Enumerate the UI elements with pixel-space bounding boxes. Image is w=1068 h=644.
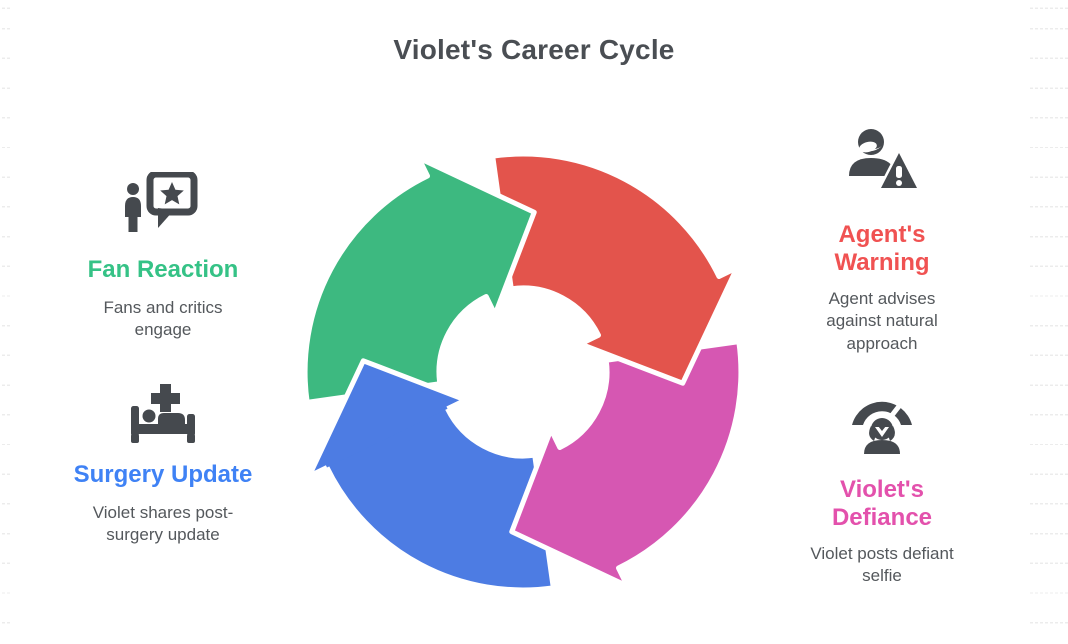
cycle-segment-violets-defiance <box>509 339 744 589</box>
person-warning-triangle-icon <box>798 126 966 196</box>
ruled-lines-right-edge <box>1028 0 1068 644</box>
page-title: Violet's Career Cycle <box>393 34 675 65</box>
ruled-lines-left-edge <box>0 0 10 644</box>
step-fan-reaction: Fan Reaction Fans and critics engage <box>58 172 268 342</box>
person-star-speech-bubble-icon <box>58 172 268 232</box>
step-heading-violets-defiance: Violet's Defiance <box>831 476 933 531</box>
step-description-surgery-update: Violet shares post-surgery update <box>92 502 234 545</box>
step-agents-warning: Agent's Warning Agent advises against na… <box>798 126 966 355</box>
step-description-violets-defiance: Violet posts defiant selfie <box>810 543 954 586</box>
step-description-fan-reaction: Fans and critics engage <box>103 297 223 340</box>
cycle-diagram <box>302 151 744 593</box>
step-heading-agents-warning: Agent's Warning <box>834 221 930 276</box>
step-heading-fan-reaction: Fan Reaction <box>87 256 239 283</box>
step-description-agents-warning: Agent advises against natural approach <box>826 288 938 353</box>
hospital-bed-cross-icon <box>48 383 278 445</box>
step-violets-defiance: Violet's Defiance Violet posts defiant s… <box>798 394 966 588</box>
step-heading-surgery-update: Surgery Update <box>73 461 253 488</box>
cycle-segment-fan-reaction <box>302 155 537 405</box>
cycle-arrowhead-surgery-update <box>306 358 468 479</box>
selfie-woman-icon <box>798 394 966 460</box>
step-surgery-update: Surgery Update Violet shares post-surger… <box>48 383 278 547</box>
cycle-segment-agents-warning <box>490 151 740 386</box>
